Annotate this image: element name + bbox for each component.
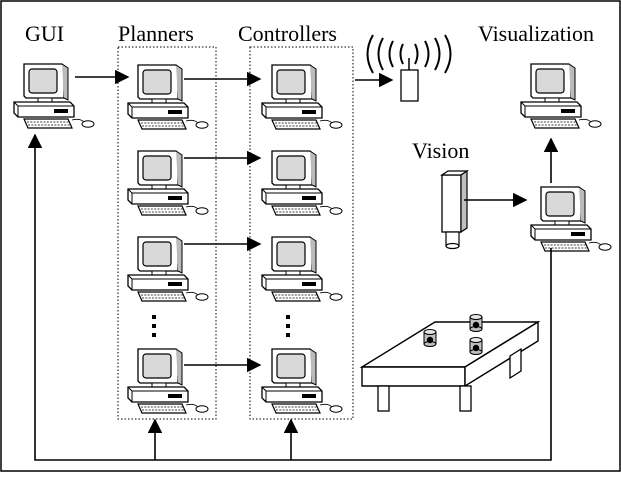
controller-computer-icon (261, 236, 343, 302)
planners-group-box (117, 46, 217, 420)
controllers-label: Controllers (238, 21, 337, 46)
vision-label: Vision (412, 138, 469, 163)
controller-computer-icon (261, 150, 343, 216)
robot-icon (469, 337, 483, 355)
controller-computer-icon (261, 64, 343, 130)
vision-computer-icon (530, 186, 612, 252)
planner-computer-icon (127, 64, 209, 130)
planners-ellipsis (152, 315, 156, 337)
gui-label: GUI (25, 21, 64, 46)
visualization-label: Visualization (478, 21, 594, 46)
planner-computer-icon (127, 236, 209, 302)
planner-computer-icon (127, 150, 209, 216)
visualization-computer-icon (520, 63, 602, 129)
feedback-to-gui-line (27, 133, 552, 461)
table-icon (359, 320, 541, 412)
controllers-group-box (249, 46, 354, 420)
robot-icon (423, 329, 437, 347)
camera-icon (440, 169, 469, 250)
planner-computer-icon (127, 348, 209, 414)
planners-label: Planners (118, 21, 194, 46)
robot-icon (469, 314, 483, 332)
controller-computer-icon (261, 348, 343, 414)
gui-computer-icon (13, 63, 95, 129)
controllers-ellipsis (286, 315, 290, 337)
radio-antenna-icon (366, 34, 452, 102)
